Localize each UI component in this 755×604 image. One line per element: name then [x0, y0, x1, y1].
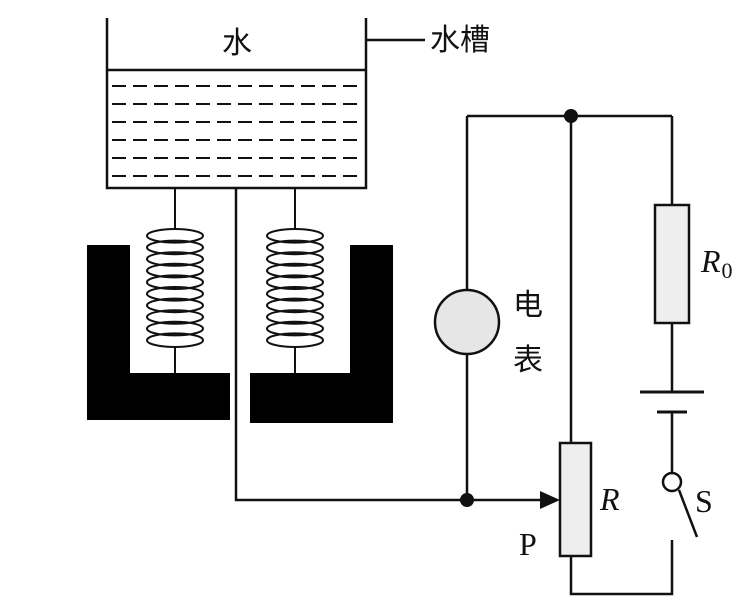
water-tank: [105, 18, 425, 190]
r0-label: R0: [700, 243, 733, 283]
pointer-arrowhead: [540, 491, 560, 509]
switch-blade: [677, 489, 699, 538]
resistor-r0: [653, 203, 691, 325]
meter-label-2: 表: [513, 343, 543, 378]
pointer-rod: [234, 188, 545, 502]
tank-label: 水槽: [430, 23, 490, 58]
switch-label: S: [695, 483, 713, 519]
water-label: 水: [222, 26, 252, 61]
rheostat-r: [558, 441, 593, 558]
left-spring: [146, 188, 205, 373]
switch-pivot: [661, 471, 683, 493]
junction-bottom: [460, 493, 474, 507]
water-dashes: [112, 85, 362, 177]
rheostat-label: R: [599, 481, 620, 517]
right-spring: [266, 188, 325, 373]
meter-circle: [433, 288, 501, 356]
junction-top: [564, 109, 578, 123]
slider-label: P: [519, 526, 537, 562]
left-support: [87, 245, 230, 420]
meter-label-1: 电: [513, 288, 543, 323]
right-support: [250, 245, 393, 423]
bottom-wire: [569, 540, 674, 596]
